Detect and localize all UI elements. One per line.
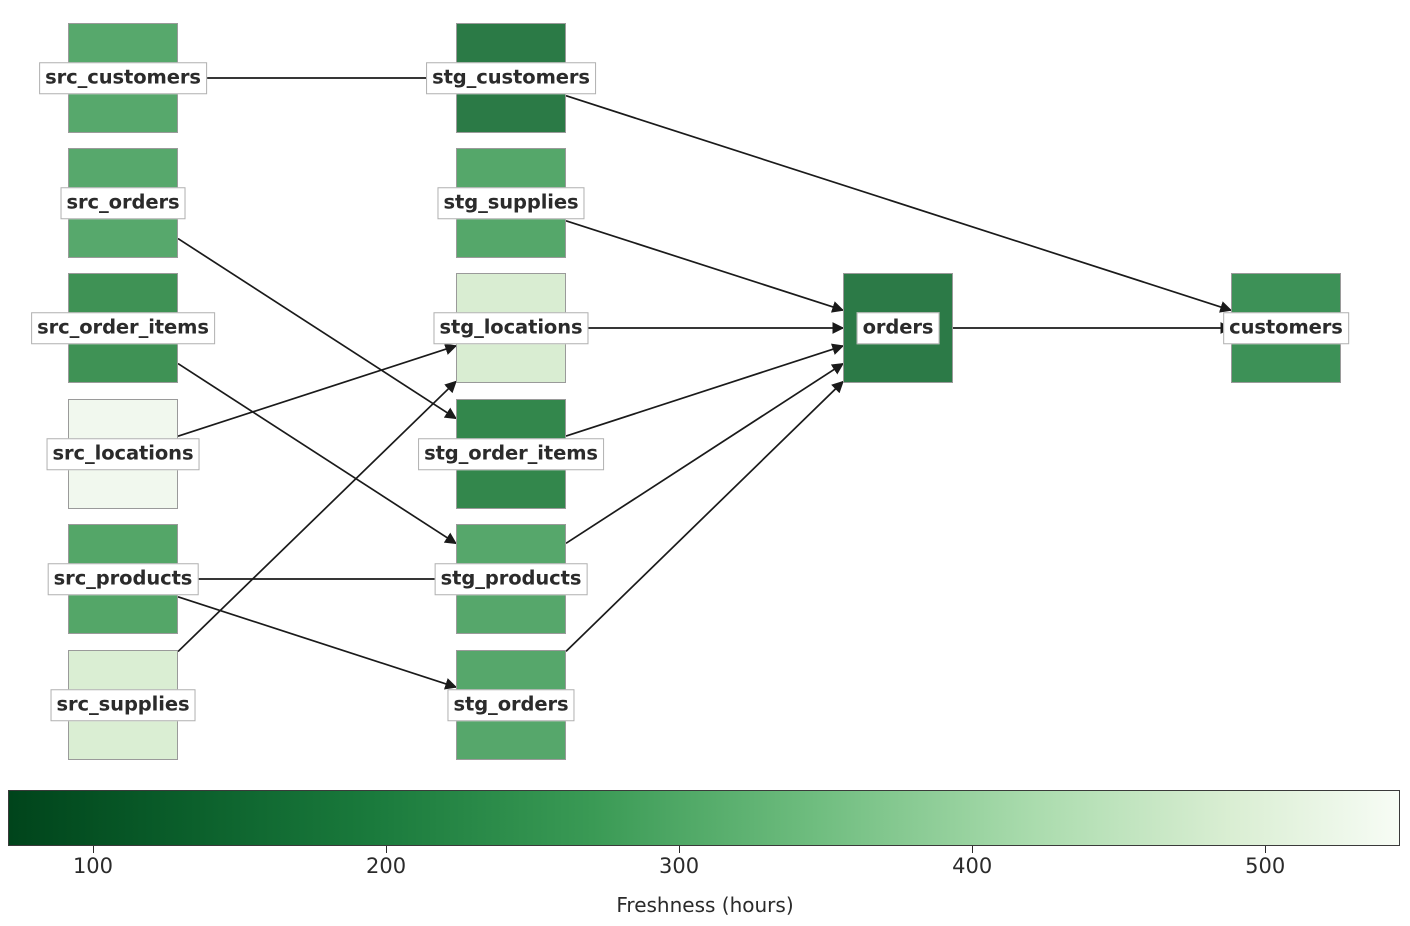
node-label-src_products: src_products [47, 563, 199, 595]
node-label-src_supplies: src_supplies [50, 689, 196, 721]
edge-src_supplies-to-stg_locations [177, 380, 457, 653]
edge-stg_supplies-to-orders [565, 219, 845, 313]
node-label-stg_customers: stg_customers [426, 62, 596, 94]
node-label-stg_orders: stg_orders [447, 689, 575, 721]
colorbar: 100 200 300 400 500 Freshness (hours) [0, 780, 1410, 926]
node-label-stg_supplies: stg_supplies [437, 187, 585, 219]
colorbar-tick-label-500: 500 [1245, 854, 1286, 878]
edge-src_orders-to-stg_order_items [177, 237, 457, 420]
node-label-src_order_items: src_order_items [31, 312, 215, 344]
colorbar-tick-400 [972, 846, 974, 853]
edge-layer [177, 77, 1233, 690]
colorbar-tick-label-400: 400 [952, 854, 993, 878]
colorbar-tick-200 [386, 846, 388, 853]
node-label-stg_products: stg_products [434, 563, 588, 595]
edge-stg_order_items-to-orders [565, 343, 845, 437]
edge-stg_customers-to-customers [565, 94, 1233, 313]
node-label-src_locations: src_locations [46, 438, 200, 470]
edge-stg_orders-to-orders [565, 380, 844, 653]
edge-src_locations-to-stg_locations [177, 343, 458, 437]
colorbar-tick-500 [1265, 846, 1267, 853]
colorbar-gradient [8, 790, 1400, 846]
colorbar-tick-label-200: 200 [365, 854, 407, 878]
colorbar-tick-label-100: 100 [72, 854, 114, 878]
edge-src_order_items-to-stg_products [177, 362, 457, 545]
node-label-orders: orders [856, 312, 940, 344]
colorbar-tick-label-300: 300 [659, 854, 700, 878]
edge-src_products-to-stg_orders [177, 596, 458, 690]
node-label-src_orders: src_orders [60, 187, 186, 219]
colorbar-label: Freshness (hours) [616, 893, 794, 917]
colorbar-tick-100 [92, 846, 94, 853]
node-label-stg_locations: stg_locations [433, 312, 589, 344]
node-label-src_customers: src_customers [39, 62, 207, 94]
node-label-stg_order_items: stg_order_items [418, 438, 604, 470]
colorbar-tick-300 [679, 846, 681, 853]
edge-stg_products-to-orders [565, 362, 844, 545]
node-label-customers: customers [1223, 312, 1349, 344]
